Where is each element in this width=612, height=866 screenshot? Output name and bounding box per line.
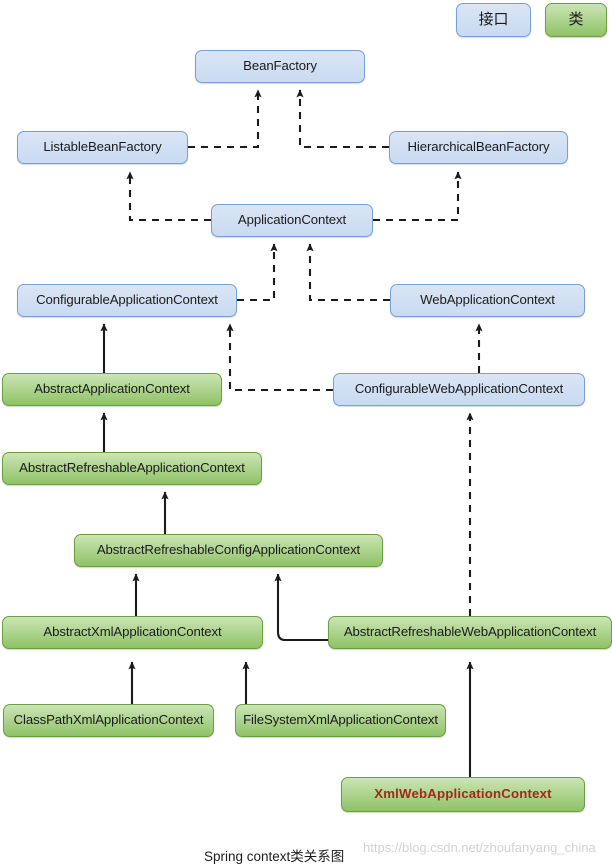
node-label: ListableBeanFactory [43, 139, 162, 155]
node-abstractxmlapplicationcontext[interactable]: AbstractXmlApplicationContext [2, 616, 263, 649]
node-label: XmlWebApplicationContext [374, 786, 552, 802]
node-configurableapplicationcontext[interactable]: ConfigurableApplicationContext [17, 284, 237, 317]
node-classpathxmlapplicationcontext[interactable]: ClassPathXmlApplicationContext [3, 704, 214, 737]
edge-configurablewebapplicationcontext-configurableapplicationcontext [226, 323, 333, 392]
node-label: ConfigurableWebApplicationContext [354, 381, 564, 397]
node-label: AbstractRefreshableApplicationContext [19, 460, 245, 476]
node-configurablewebapplicationcontext[interactable]: ConfigurableWebApplicationContext [333, 373, 585, 406]
edge-configurableapplicationcontext-applicationcontext [237, 243, 278, 302]
node-webapplicationcontext[interactable]: WebApplicationContext [390, 284, 585, 317]
node-filesystemxmlapplicationcontext[interactable]: FileSystemXmlApplicationContext [235, 704, 446, 737]
diagram-caption: Spring context类关系图 [204, 849, 345, 864]
node-label: FileSystemXmlApplicationContext [243, 712, 438, 728]
legend-interface-swatch: 接口 [456, 3, 531, 37]
node-beanfactory[interactable]: BeanFactory [195, 50, 365, 83]
edge-applicationcontext-listablebeanfactory [126, 171, 211, 222]
legend-interface-label: 接口 [478, 10, 509, 28]
edge-listablebeanfactory-beanfactory [188, 89, 262, 149]
node-label: ClassPathXmlApplicationContext [13, 712, 204, 728]
node-abstractapplicationcontext[interactable]: AbstractApplicationContext [2, 373, 222, 406]
edge-hierarchicalbeanfactory-beanfactory [296, 89, 389, 149]
node-abstractrefreshableconfigapplicationcontext[interactable]: AbstractRefreshableConfigApplicationCont… [74, 534, 383, 567]
node-applicationcontext[interactable]: ApplicationContext [211, 204, 373, 237]
node-label: WebApplicationContext [420, 292, 555, 308]
node-hierarchicalbeanfactory[interactable]: HierarchicalBeanFactory [389, 131, 568, 164]
node-label: AbstractRefreshableWebApplicationContext [343, 624, 597, 640]
node-label: ConfigurableApplicationContext [36, 292, 218, 308]
node-listablebeanfactory[interactable]: ListableBeanFactory [17, 131, 188, 164]
legend-class-swatch: 类 [545, 3, 607, 37]
legend-class-label: 类 [568, 10, 584, 28]
node-label: BeanFactory [243, 58, 317, 74]
node-abstractrefreshablewebapplicationcontext[interactable]: AbstractRefreshableWebApplicationContext [328, 616, 612, 649]
node-abstractrefreshableapplicationcontext[interactable]: AbstractRefreshableApplicationContext [2, 452, 262, 485]
edge-applicationcontext-hierarchicalbeanfactory [373, 171, 462, 222]
node-label: AbstractRefreshableConfigApplicationCont… [96, 542, 361, 558]
node-label: HierarchicalBeanFactory [407, 139, 550, 155]
watermark-text: https://blog.csdn.net/zhoufanyang_china [363, 840, 596, 855]
node-label: ApplicationContext [237, 212, 347, 228]
edge-abstractrefreshablewebapplicationcontext-abstractrefreshableconfigapplicationcontext [274, 573, 328, 642]
node-label: AbstractXmlApplicationContext [43, 624, 222, 640]
node-xmlwebapplicationcontext[interactable]: XmlWebApplicationContext [341, 777, 585, 812]
node-label: AbstractApplicationContext [34, 381, 190, 397]
edge-webapplicationcontext-applicationcontext [306, 243, 390, 302]
